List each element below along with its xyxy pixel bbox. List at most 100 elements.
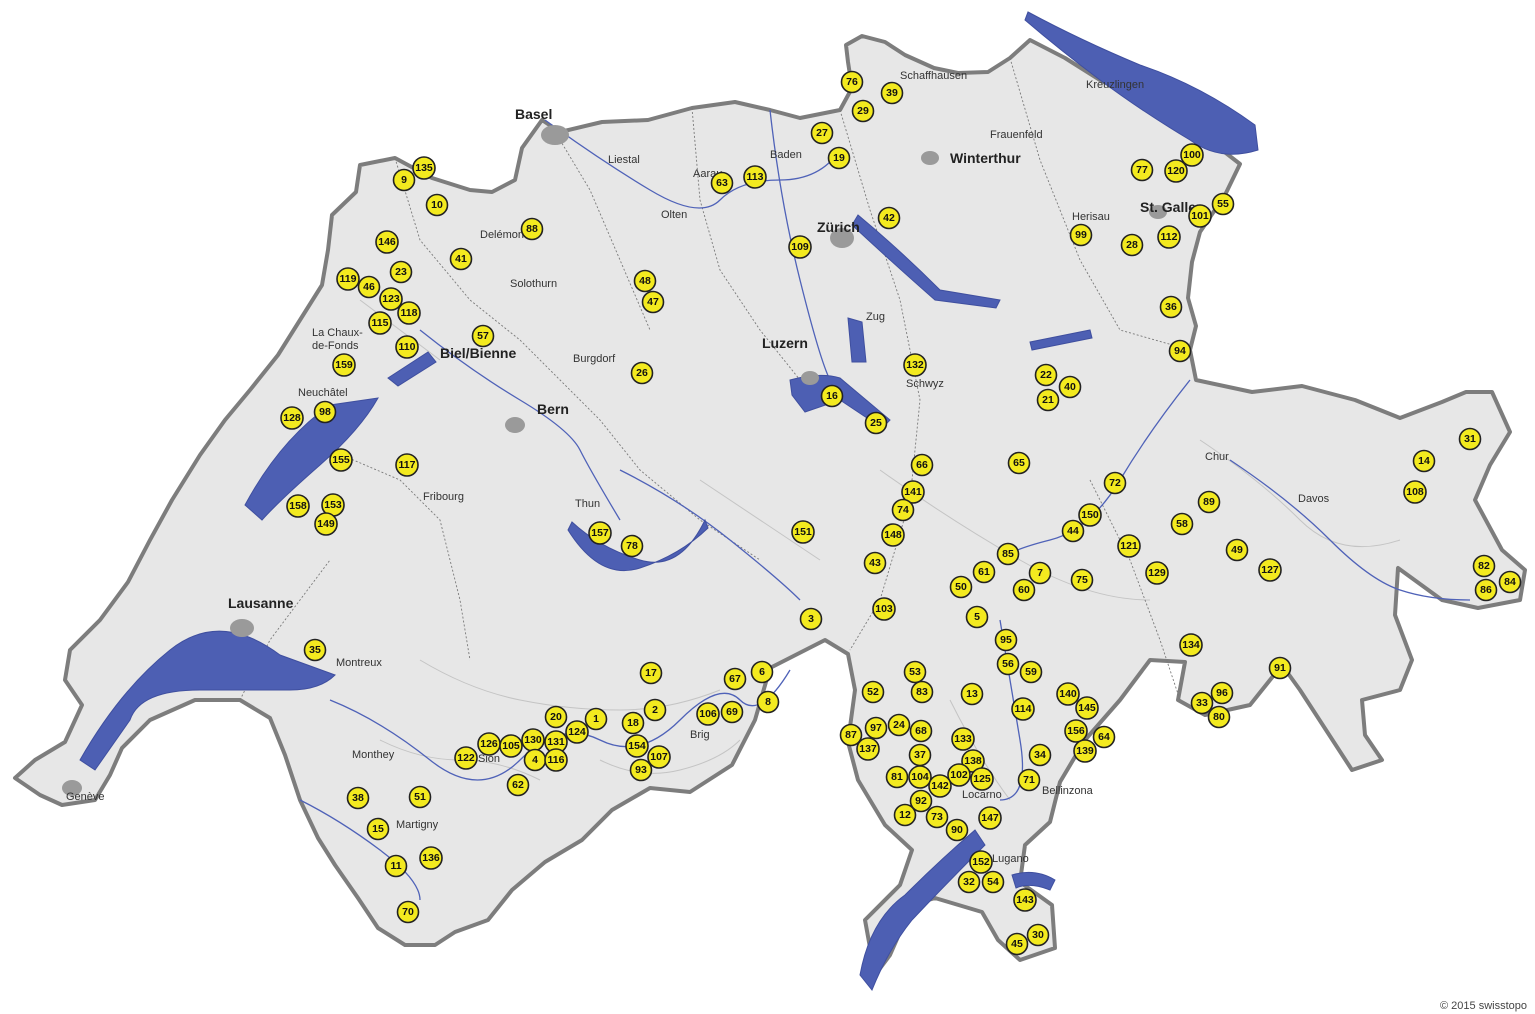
- site-marker[interactable]: 69: [720, 700, 744, 724]
- site-marker[interactable]: 73: [925, 805, 949, 829]
- site-marker[interactable]: 90: [945, 818, 969, 842]
- site-marker[interactable]: 61: [972, 560, 996, 584]
- site-marker[interactable]: 47: [641, 290, 665, 314]
- site-marker[interactable]: 154: [625, 734, 649, 758]
- site-marker[interactable]: 148: [881, 523, 905, 547]
- site-marker[interactable]: 75: [1070, 568, 1094, 592]
- site-marker[interactable]: 83: [910, 680, 934, 704]
- site-marker[interactable]: 122: [454, 746, 478, 770]
- site-marker[interactable]: 64: [1092, 725, 1116, 749]
- site-marker[interactable]: 2: [643, 698, 667, 722]
- site-marker[interactable]: 123: [379, 287, 403, 311]
- site-marker[interactable]: 43: [863, 551, 887, 575]
- site-marker[interactable]: 92: [909, 789, 933, 813]
- site-marker[interactable]: 114: [1011, 697, 1035, 721]
- site-marker[interactable]: 107: [647, 745, 671, 769]
- site-marker[interactable]: 112: [1157, 225, 1181, 249]
- site-marker[interactable]: 157: [588, 521, 612, 545]
- site-marker[interactable]: 120: [1164, 159, 1188, 183]
- site-marker[interactable]: 85: [996, 542, 1020, 566]
- site-marker[interactable]: 44: [1061, 519, 1085, 543]
- site-marker[interactable]: 77: [1130, 158, 1154, 182]
- site-marker[interactable]: 46: [357, 275, 381, 299]
- site-marker[interactable]: 31: [1458, 427, 1482, 451]
- site-marker[interactable]: 101: [1188, 204, 1212, 228]
- site-marker[interactable]: 40: [1058, 375, 1082, 399]
- site-marker[interactable]: 116: [544, 748, 568, 772]
- site-marker[interactable]: 93: [629, 758, 653, 782]
- site-marker[interactable]: 33: [1190, 691, 1214, 715]
- site-marker[interactable]: 152: [969, 850, 993, 874]
- site-marker[interactable]: 104: [908, 765, 932, 789]
- site-marker[interactable]: 118: [397, 301, 421, 325]
- site-marker[interactable]: 150: [1078, 503, 1102, 527]
- site-marker[interactable]: 129: [1145, 561, 1169, 585]
- site-marker[interactable]: 82: [1472, 554, 1496, 578]
- site-marker[interactable]: 131: [544, 730, 568, 754]
- site-marker[interactable]: 115: [368, 311, 392, 335]
- site-marker[interactable]: 8: [756, 690, 780, 714]
- site-marker[interactable]: 36: [1159, 295, 1183, 319]
- site-marker[interactable]: 136: [419, 846, 443, 870]
- site-marker[interactable]: 15: [366, 817, 390, 841]
- site-marker[interactable]: 24: [887, 713, 911, 737]
- site-marker[interactable]: 22: [1034, 363, 1058, 387]
- site-marker[interactable]: 48: [633, 269, 657, 293]
- site-marker[interactable]: 96: [1210, 681, 1234, 705]
- site-marker[interactable]: 20: [544, 705, 568, 729]
- site-marker[interactable]: 76: [840, 70, 864, 94]
- site-marker[interactable]: 159: [332, 353, 356, 377]
- site-marker[interactable]: 94: [1168, 339, 1192, 363]
- site-marker[interactable]: 21: [1036, 388, 1060, 412]
- site-marker[interactable]: 50: [949, 575, 973, 599]
- site-marker[interactable]: 128: [280, 406, 304, 430]
- site-marker[interactable]: 132: [903, 353, 927, 377]
- site-marker[interactable]: 130: [521, 728, 545, 752]
- site-marker[interactable]: 110: [395, 335, 419, 359]
- site-marker[interactable]: 84: [1498, 570, 1522, 594]
- site-marker[interactable]: 1: [584, 707, 608, 731]
- site-marker[interactable]: 127: [1258, 558, 1282, 582]
- site-marker[interactable]: 49: [1225, 538, 1249, 562]
- site-marker[interactable]: 149: [314, 512, 338, 536]
- site-marker[interactable]: 113: [743, 165, 767, 189]
- site-marker[interactable]: 9: [392, 168, 416, 192]
- site-marker[interactable]: 80: [1207, 705, 1231, 729]
- site-marker[interactable]: 45: [1005, 932, 1029, 956]
- site-marker[interactable]: 143: [1013, 888, 1037, 912]
- site-marker[interactable]: 42: [877, 206, 901, 230]
- site-marker[interactable]: 139: [1073, 739, 1097, 763]
- site-marker[interactable]: 81: [885, 765, 909, 789]
- site-marker[interactable]: 119: [336, 267, 360, 291]
- site-marker[interactable]: 155: [329, 448, 353, 472]
- site-marker[interactable]: 57: [471, 324, 495, 348]
- site-marker[interactable]: 158: [286, 494, 310, 518]
- site-marker[interactable]: 124: [565, 720, 589, 744]
- site-marker[interactable]: 28: [1120, 233, 1144, 257]
- site-marker[interactable]: 25: [864, 411, 888, 435]
- site-marker[interactable]: 35: [303, 638, 327, 662]
- site-marker[interactable]: 37: [908, 743, 932, 767]
- site-marker[interactable]: 14: [1412, 449, 1436, 473]
- site-marker[interactable]: 97: [864, 716, 888, 740]
- site-marker[interactable]: 108: [1403, 480, 1427, 504]
- site-marker[interactable]: 55: [1211, 192, 1235, 216]
- site-marker[interactable]: 54: [981, 870, 1005, 894]
- site-marker[interactable]: 106: [696, 702, 720, 726]
- site-marker[interactable]: 16: [820, 384, 844, 408]
- site-marker[interactable]: 100: [1180, 143, 1204, 167]
- site-marker[interactable]: 99: [1069, 223, 1093, 247]
- site-marker[interactable]: 95: [994, 628, 1018, 652]
- site-marker[interactable]: 72: [1103, 471, 1127, 495]
- site-marker[interactable]: 41: [449, 247, 473, 271]
- site-marker[interactable]: 146: [375, 230, 399, 254]
- site-marker[interactable]: 13: [960, 682, 984, 706]
- site-marker[interactable]: 67: [723, 667, 747, 691]
- site-marker[interactable]: 71: [1017, 768, 1041, 792]
- site-marker[interactable]: 5: [965, 605, 989, 629]
- site-marker[interactable]: 38: [346, 786, 370, 810]
- site-marker[interactable]: 12: [893, 803, 917, 827]
- site-marker[interactable]: 105: [499, 734, 523, 758]
- site-marker[interactable]: 134: [1179, 633, 1203, 657]
